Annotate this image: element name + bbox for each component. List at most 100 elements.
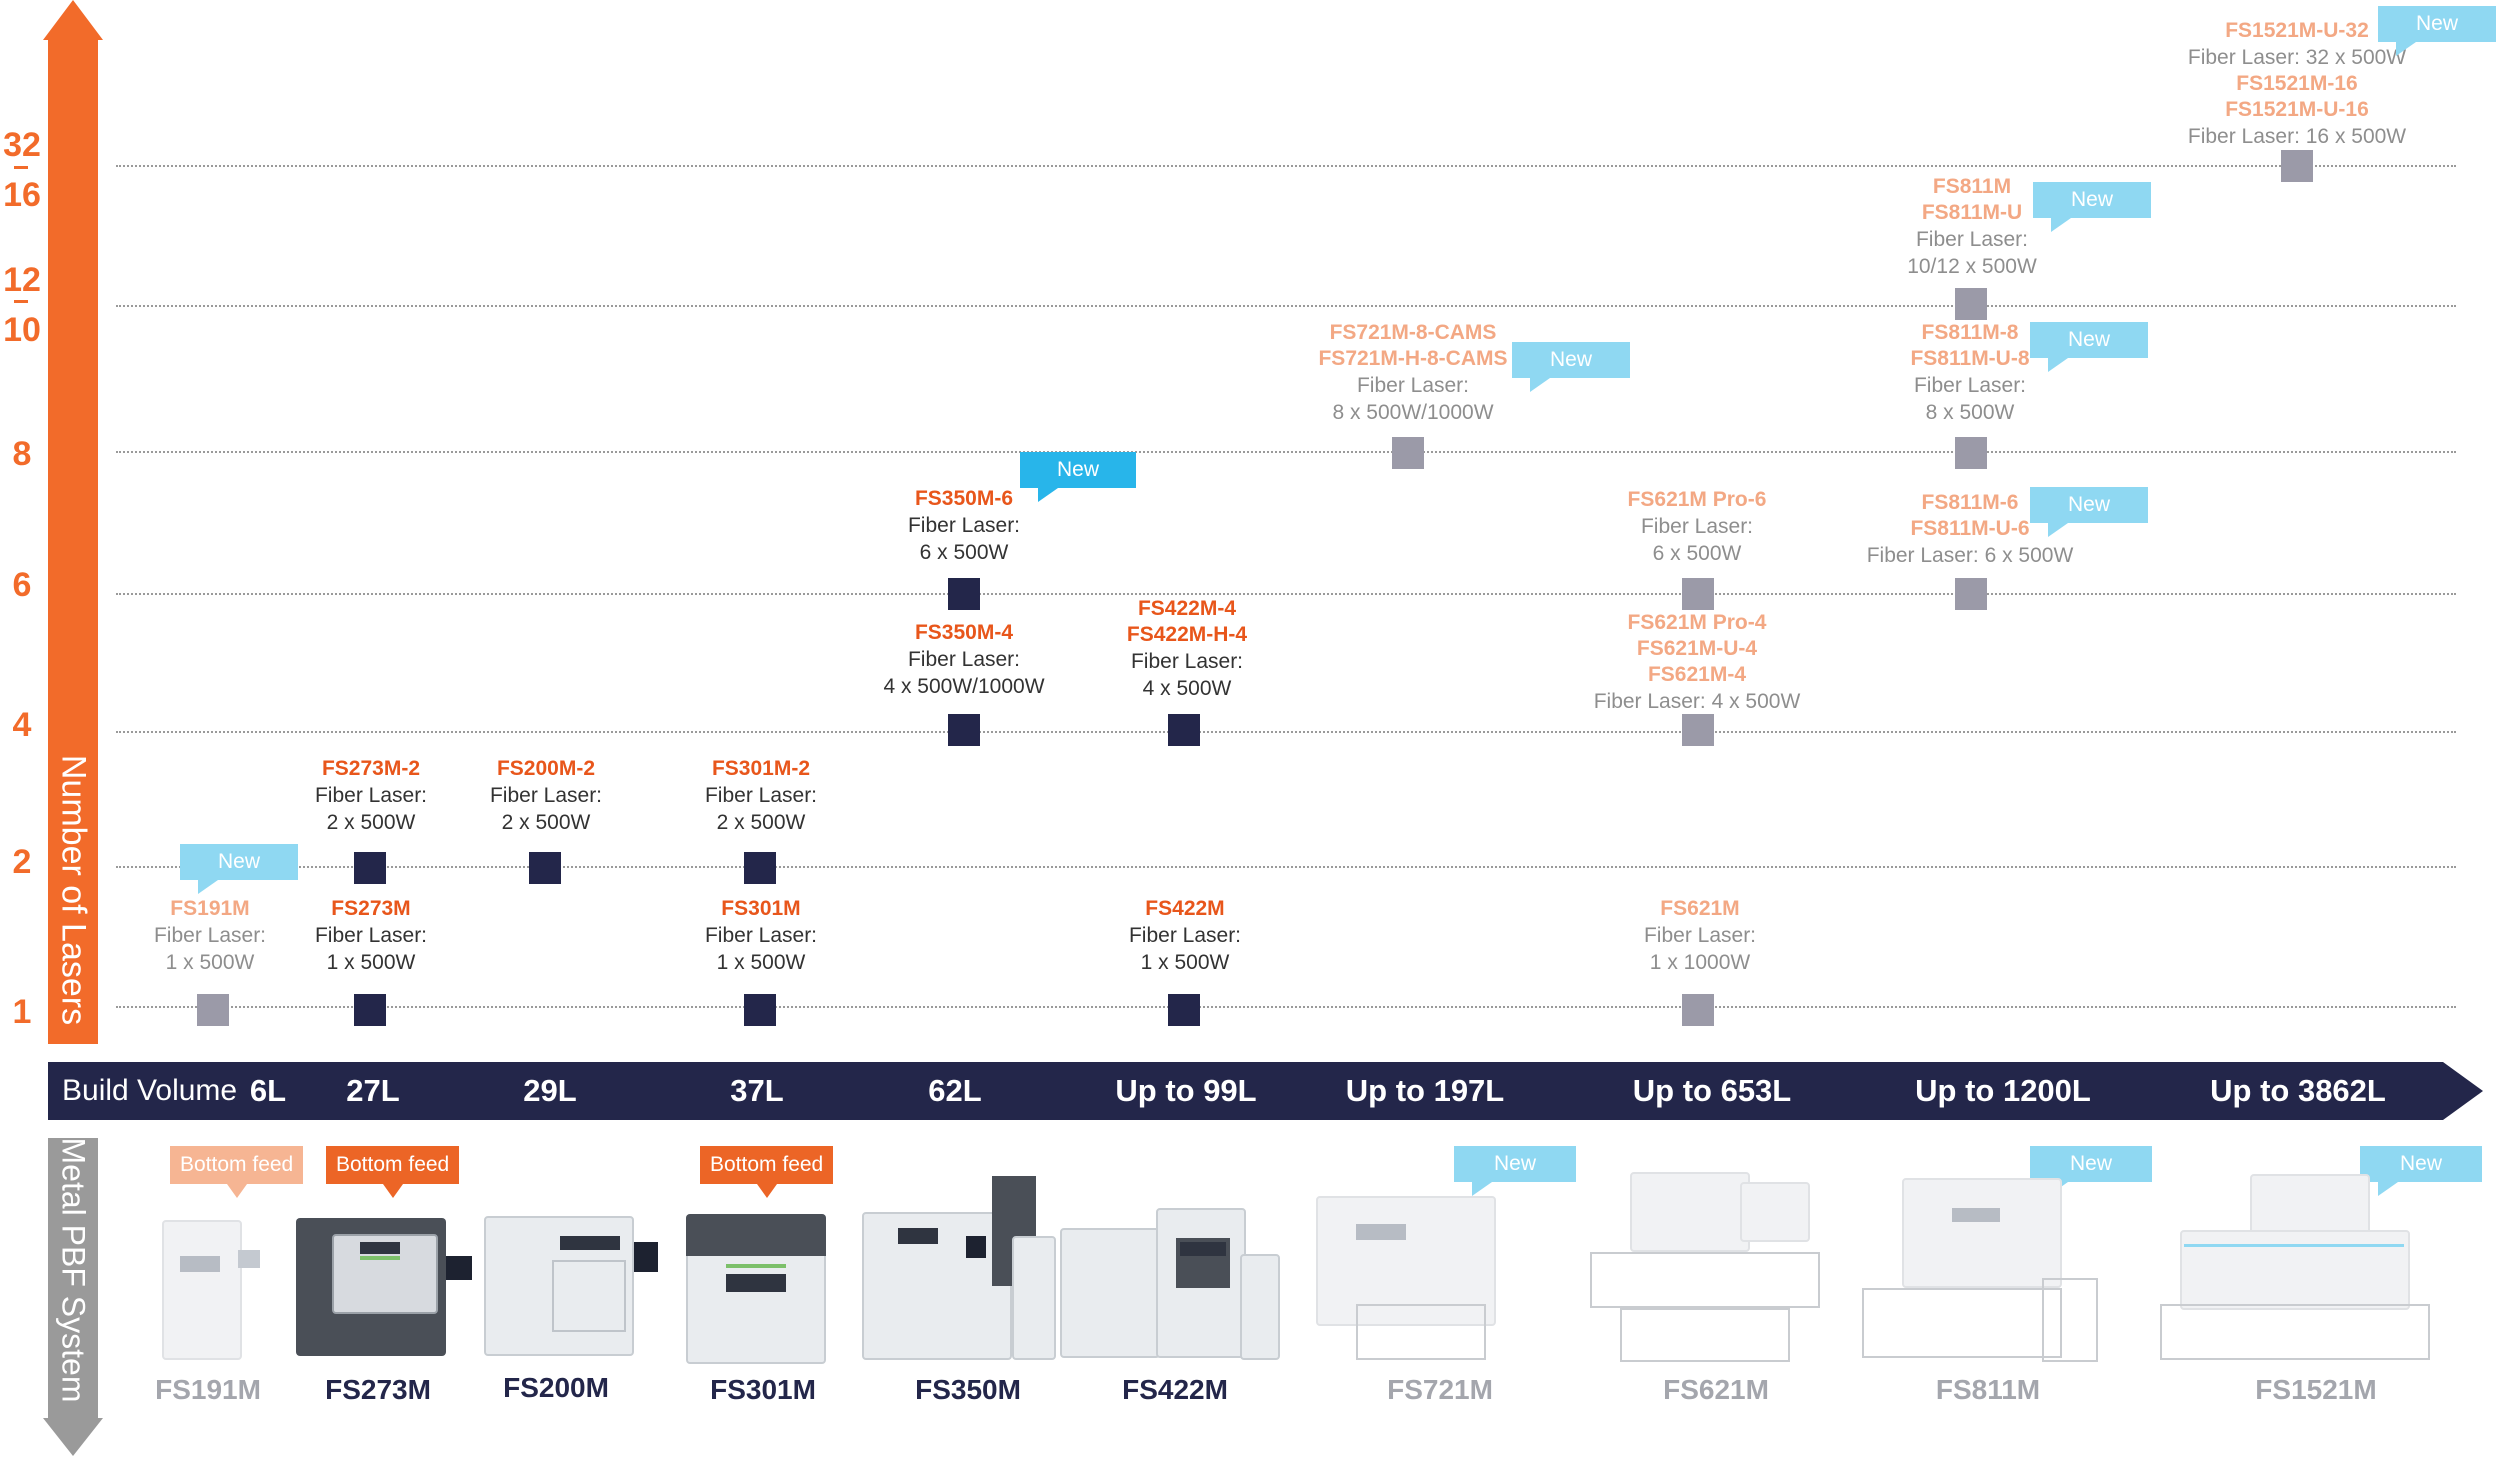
machine-name-fs621m: FS621M: [1663, 1374, 1769, 1405]
pbf-axis-arrow: [48, 1138, 98, 1418]
laser-spec: Fiber Laser:: [314, 784, 428, 807]
marker-fs721m-8: [1392, 437, 1424, 469]
laser-spec: 8 x 500W: [1925, 401, 2015, 424]
build-volume-3862l: Up to 3862L: [2210, 1073, 2386, 1108]
product-name: FS422M: [1145, 897, 1225, 920]
product-name: FS621M-4: [1647, 663, 1747, 686]
product-name: FS422M-4: [1137, 597, 1237, 620]
product-name: FS1521M-U-32: [2225, 19, 2369, 42]
product-name: FS1521M-U-16: [2225, 98, 2369, 121]
grid-line-2: [116, 866, 2456, 868]
build-volume-653l: Up to 653L: [1632, 1073, 1792, 1108]
laser-spec: Fiber Laser:: [1128, 924, 1242, 947]
laser-spec: 2 x 500W: [716, 811, 806, 834]
marker-fs422m-1: [1168, 994, 1200, 1026]
marker-fs621m-6: [1682, 578, 1714, 610]
machine-name-fs422m: FS422M: [1122, 1374, 1228, 1405]
product-name: FS811M-8: [1921, 321, 2019, 344]
grid-line-32: [116, 165, 2456, 167]
grid-line-1: [116, 1006, 2456, 1008]
pbf-axis-label: Metal PBF System: [55, 1137, 92, 1403]
label-fs191m: FS191M Fiber Laser: 1 x 500W: [154, 896, 266, 976]
product-name: FS621M Pro-4: [1627, 611, 1767, 634]
machine-name-fs301m: FS301M: [710, 1374, 816, 1405]
label-fs422m-4: FS422M-4 FS422M-H-4 Fiber Laser: 4 x 500…: [1127, 596, 1247, 702]
laser-spec: 1 x 1000W: [1649, 951, 1751, 974]
laser-spec: 6 x 500W: [919, 541, 1009, 564]
product-name: FS811M-U-6: [1910, 517, 2030, 540]
laser-spec: Fiber Laser: 32 x 500W: [2187, 46, 2407, 69]
label-fs721m-8: FS721M-8-CAMS FS721M-H-8-CAMS Fiber Lase…: [1318, 320, 1507, 426]
machine-fs811m-image: [1862, 1178, 2102, 1364]
ytick-8: 8: [12, 435, 32, 473]
label-fs273m: FS273M Fiber Laser: 1 x 500W: [315, 896, 427, 976]
marker-fs191m-1: [197, 994, 229, 1026]
label-fs350m-6: FS350M-6 Fiber Laser: 6 x 500W: [908, 486, 1020, 566]
new-badge-fs1521m-machine: New: [2360, 1146, 2482, 1196]
build-volume-6l: 6L: [249, 1073, 287, 1108]
pbf-arrow-head: [43, 1418, 103, 1456]
bottom-feed-tag-fs273m: Bottom feed: [326, 1146, 460, 1198]
laser-spec: Fiber Laser:: [704, 784, 818, 807]
marker-fs1521m-32: [2281, 150, 2313, 182]
new-badge-fs811m-12: New: [2033, 182, 2151, 232]
laser-spec: Fiber Laser:: [704, 924, 818, 947]
grid-line-12: [116, 305, 2456, 307]
product-name: FS301M: [721, 897, 801, 920]
laser-spec: Fiber Laser: 4 x 500W: [1593, 690, 1801, 713]
laser-spec: 1 x 500W: [326, 951, 416, 974]
build-volume-62l: 62L: [928, 1073, 982, 1108]
label-fs621m-6: FS621M Pro-6 Fiber Laser: 6 x 500W: [1628, 487, 1767, 567]
machine-name-fs721m: FS721M: [1387, 1374, 1493, 1405]
label-fs273m-2: FS273M-2 Fiber Laser: 2 x 500W: [315, 756, 427, 836]
build-volume-arrow: [48, 1062, 2443, 1120]
machine-fs422m-image: [1060, 1198, 1282, 1362]
laser-spec: Fiber Laser:: [1915, 228, 2029, 251]
ytick-12: 12: [3, 261, 41, 299]
laser-spec: Fiber Laser:: [153, 924, 267, 947]
product-name: FS621M Pro-6: [1627, 488, 1767, 511]
product-name: FS1521M-16: [2236, 72, 2358, 95]
build-volume-99l: Up to 99L: [1115, 1073, 1257, 1108]
laser-spec: 1 x 500W: [1140, 951, 1230, 974]
laser-spec: Fiber Laser:: [1643, 924, 1757, 947]
product-name: FS350M-4: [914, 621, 1014, 644]
build-volume-197l: Up to 197L: [1345, 1073, 1505, 1108]
product-name: FS811M-6: [1921, 491, 2019, 514]
marker-fs621m-1: [1682, 994, 1714, 1026]
ytick-6: 6: [12, 566, 32, 604]
machine-fs1521m-image: [2160, 1174, 2430, 1364]
laser-spec: Fiber Laser: 6 x 500W: [1866, 544, 2074, 567]
bottom-feed-tag-fs301m: Bottom feed: [700, 1146, 834, 1198]
grid-line-6: [116, 593, 2456, 595]
lasers-axis-arrow: [48, 36, 98, 1044]
marker-fs350m-4: [948, 714, 980, 746]
laser-spec: Fiber Laser:: [1130, 650, 1244, 673]
ytick-dash: [14, 300, 28, 303]
laser-spec: 1 x 500W: [716, 951, 806, 974]
ytick-dash: [14, 166, 28, 169]
product-name: FS721M-8-CAMS: [1329, 321, 1497, 344]
label-fs811m-8: FS811M-8 FS811M-U-8 Fiber Laser: 8 x 500…: [1910, 320, 2029, 426]
marker-fs200m-2: [529, 852, 561, 884]
label-fs301m: FS301M Fiber Laser: 1 x 500W: [705, 896, 817, 976]
machine-fs621m-image: [1590, 1172, 1820, 1364]
build-volume-37l: 37L: [730, 1073, 784, 1108]
laser-spec: Fiber Laser:: [489, 784, 603, 807]
build-volume-arrow-head: [2443, 1062, 2483, 1120]
ytick-32: 32: [3, 126, 41, 164]
ytick-2: 2: [12, 843, 32, 881]
laser-spec: Fiber Laser:: [907, 514, 1021, 537]
marker-fs301m-1: [744, 994, 776, 1026]
product-name: FS273M-2: [321, 757, 421, 780]
laser-spec: Fiber Laser:: [1913, 374, 2027, 397]
new-badge-fs811m-6: New: [2030, 487, 2148, 537]
label-fs811m-6: FS811M-6 FS811M-U-6 Fiber Laser: 6 x 500…: [1867, 490, 2074, 569]
product-name: FS621M: [1660, 897, 1740, 920]
product-name: FS422M-H-4: [1126, 623, 1248, 646]
machine-name-fs200m: FS200M: [503, 1372, 609, 1403]
machine-fs301m-image: [686, 1214, 832, 1364]
machine-fs721m-image: [1316, 1184, 1496, 1364]
product-name: FS811M: [1932, 175, 2012, 198]
laser-spec: Fiber Laser:: [1356, 374, 1470, 397]
